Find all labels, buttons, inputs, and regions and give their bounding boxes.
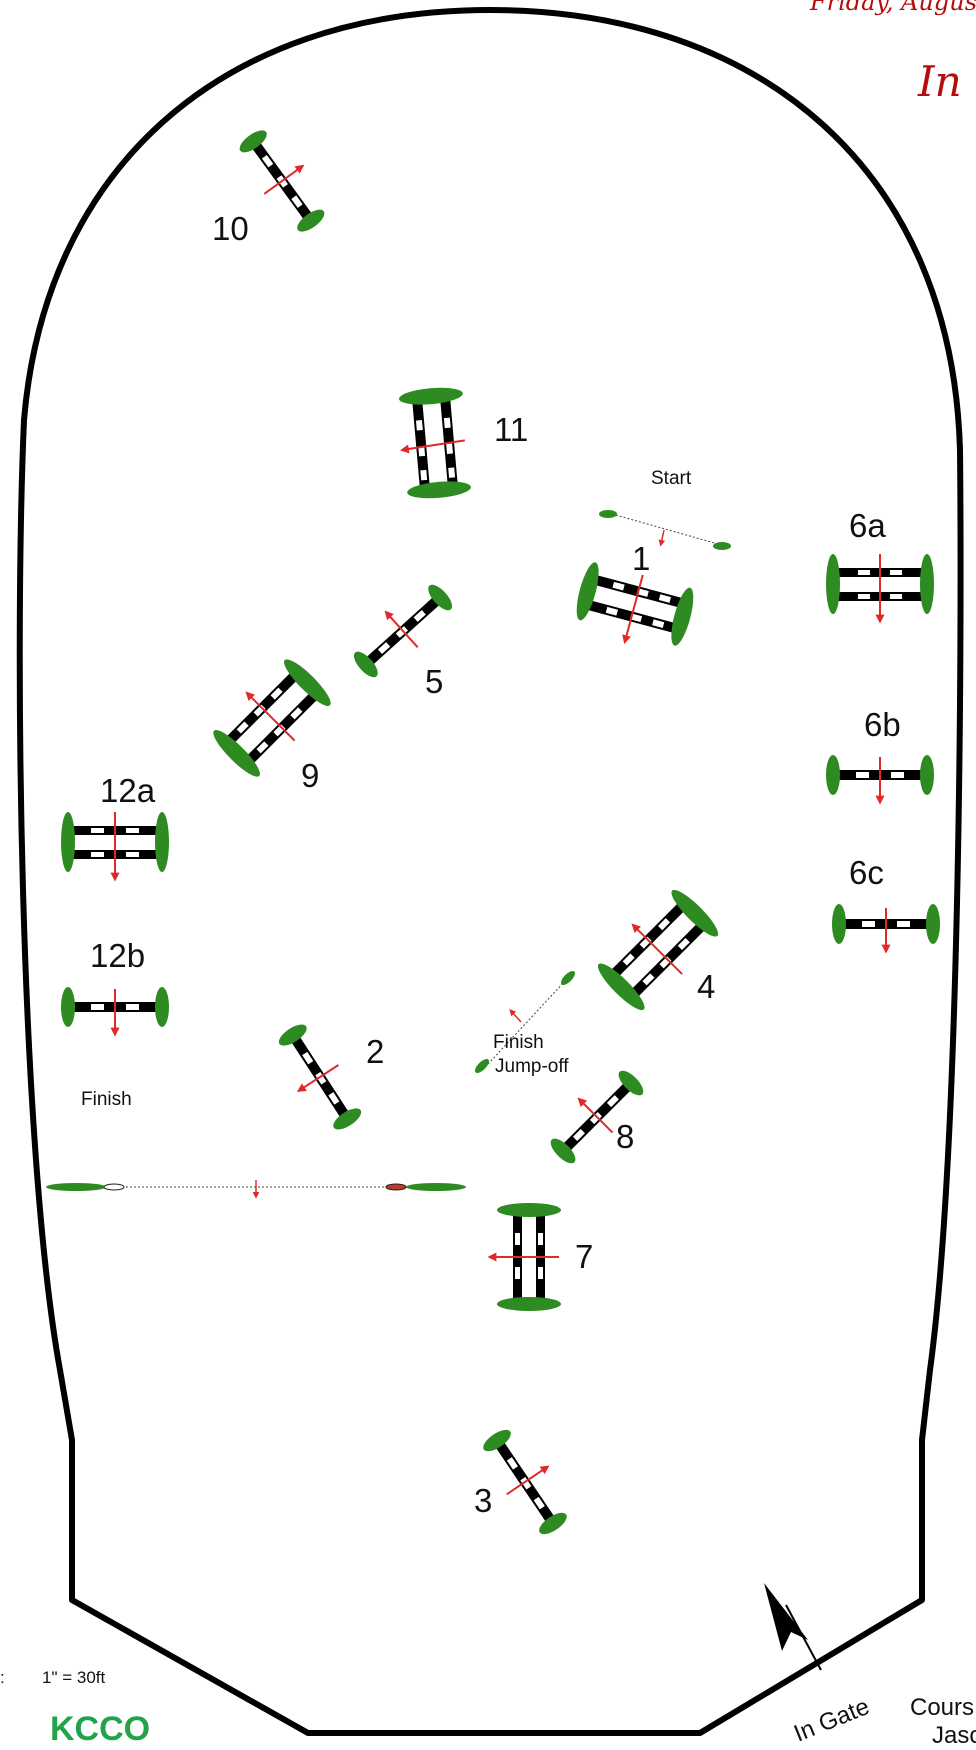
jumpoff-finish-label-2: Jump-off [495,1056,569,1077]
fence-12b-number: 12b [90,937,145,974]
fence-3-number: 3 [474,1482,492,1519]
fence-2-number: 2 [366,1033,384,1070]
fence-7-number: 7 [575,1238,593,1275]
fence-11-number: 11 [494,411,528,448]
finish-label: Finish [81,1089,132,1110]
fence-2 [278,1024,362,1130]
start-label: Start [651,468,692,489]
fence-10 [239,130,325,232]
fence-5-number: 5 [425,663,443,700]
fence-7 [487,1203,561,1311]
kcco-logo-text: KCCO [50,1710,150,1745]
fence-12b [61,987,169,1037]
fence-12a-number: 12a [100,772,156,809]
course-designer-line1: Cours [910,1694,974,1721]
start-line [599,510,731,550]
in-gate-label: In Gate [790,1693,873,1745]
fence-10-number: 10 [212,210,249,247]
finish-line [46,1180,466,1199]
arena-outline [16,7,964,1736]
fence-11 [399,387,471,499]
fence-9 [213,659,331,777]
fence-6c-number: 6c [849,854,884,891]
scale-prefix: : [0,1668,5,1687]
fence-9-number: 9 [301,757,319,794]
header-event-text: In [917,57,962,106]
header-date-text: Friday, Augus [809,0,976,16]
fence-1-number: 1 [632,540,650,577]
fence-1 [576,562,694,646]
fence-12a [61,812,169,882]
course-designer-line2: Jaso [932,1722,976,1745]
fence-8 [550,1070,644,1164]
in-gate-arrow [764,1583,822,1671]
fence-5 [353,584,453,678]
jumpoff-finish-label-1: Finish [493,1032,544,1053]
scale-label: 1" = 30ft [42,1668,105,1687]
fence-6c [832,904,940,954]
fence-3 [483,1429,567,1535]
fence-6a [826,554,934,624]
fence-4 [597,889,719,1011]
fence-6b-number: 6b [864,706,901,743]
fence-6b [826,755,934,805]
jumpoff-finish-line [475,971,575,1073]
fence-8-number: 8 [616,1118,634,1155]
fence-4-number: 4 [697,968,715,1005]
fence-6a-number: 6a [849,507,886,544]
